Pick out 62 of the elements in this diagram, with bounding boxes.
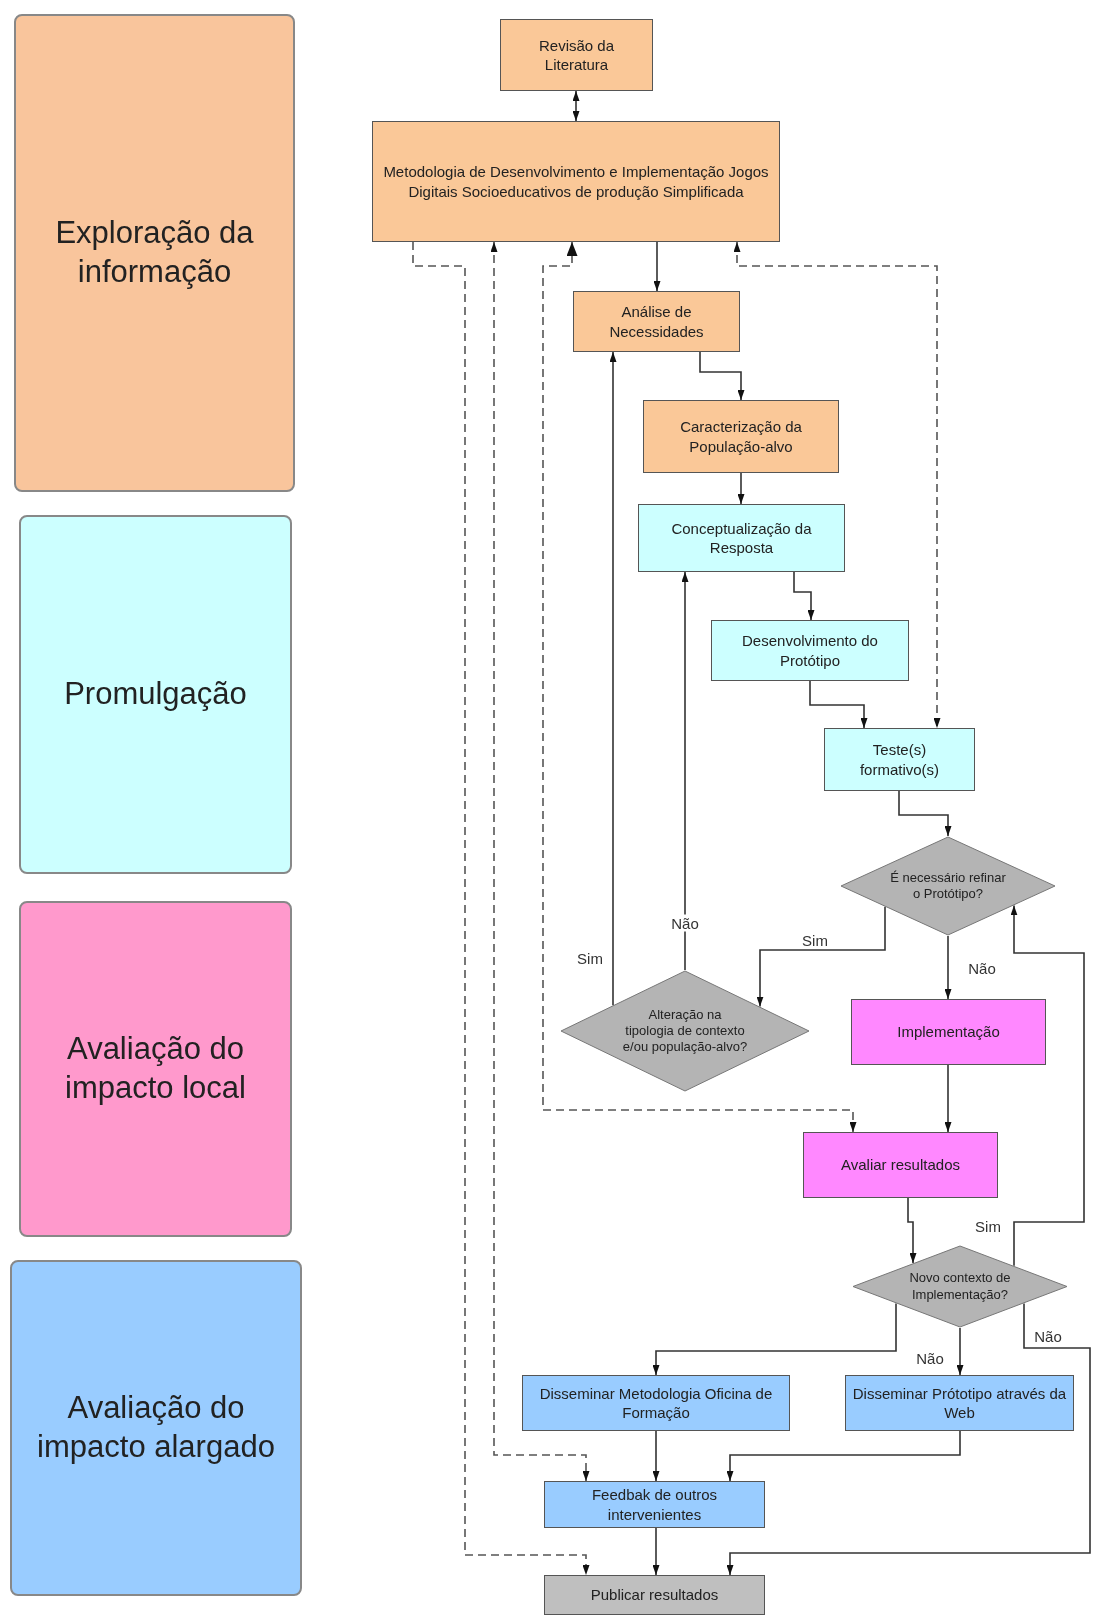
- arrow: [681, 571, 689, 971]
- phase-panel: [19, 515, 292, 874]
- node-text: Feedbak de outros intervenientes: [590, 1485, 719, 1524]
- arrow: [726, 1430, 961, 1482]
- arrow: [653, 241, 661, 292]
- arrow: [944, 1064, 952, 1133]
- arrow: [1010, 904, 1085, 1267]
- process-box: [803, 1132, 998, 1198]
- process-box: [522, 1375, 790, 1431]
- node-text: Análise de Necessidades: [608, 302, 705, 341]
- process-box: [500, 19, 653, 91]
- node-text: Conceptualização da Resposta: [670, 518, 813, 558]
- process-box: [643, 400, 839, 473]
- arrow: [956, 1327, 964, 1376]
- node-text: Avaliar resultados: [841, 1155, 960, 1175]
- process-box: [544, 1481, 765, 1528]
- phase-title: Avaliação do impacto local: [64, 1030, 247, 1107]
- process-box: [638, 504, 845, 572]
- dashed-arrow: [542, 241, 857, 1133]
- phase-title: Avaliação do impacto alargado: [36, 1389, 276, 1466]
- arrow: [907, 1197, 917, 1264]
- node-text: Disseminar Metodologia Oficina de Formação: [538, 1383, 774, 1423]
- process-box: [711, 620, 909, 681]
- arrow: [944, 935, 952, 1000]
- arrow: [609, 351, 617, 1006]
- node-text: É necessário refinar o Protótipo?: [889, 869, 1007, 903]
- process-box: [845, 1375, 1074, 1431]
- arrow: [699, 351, 745, 401]
- node-text: Revisão da Literatura: [537, 35, 615, 75]
- node-text: Caracterização da População-alvo: [679, 417, 803, 456]
- dashed-arrow: [490, 241, 590, 1482]
- arrow: [898, 790, 952, 837]
- arrow: [809, 680, 868, 729]
- edge-label: Não: [669, 914, 701, 932]
- node-text: Alteração na tipologia de contexto e/ou população-alvo?: [622, 1006, 748, 1056]
- node-text: Novo contexto de Implementação?: [908, 1270, 1012, 1303]
- node-text: Disseminar Prótotipo através da Web: [851, 1383, 1068, 1423]
- process-box: [851, 999, 1046, 1065]
- node-text: Implementação: [897, 1022, 1000, 1042]
- process-box: [372, 121, 780, 242]
- process-box: [824, 728, 975, 791]
- arrow: [652, 1302, 897, 1376]
- phase-panel: [10, 1260, 302, 1596]
- phase-title: Exploração da informação: [54, 214, 255, 291]
- arrow: [652, 1430, 660, 1482]
- node-text: Teste(s) formativo(s): [858, 740, 941, 779]
- arrow: [756, 906, 886, 1008]
- node-text: Desenvolvimento do Protótipo: [741, 631, 879, 670]
- dashed-arrow: [733, 241, 941, 729]
- arrow: [793, 571, 815, 621]
- phase-title: Promulgação: [64, 675, 247, 714]
- phase-panel: [19, 901, 292, 1237]
- phase-panel: [14, 14, 295, 492]
- process-box: [544, 1575, 765, 1615]
- node-text: Publicar resultados: [590, 1585, 719, 1605]
- arrow: [737, 472, 745, 505]
- arrow: [726, 1302, 1091, 1576]
- process-box: [573, 291, 740, 352]
- node-text: Metodologia de Desenvolvimento e Implementação Jogos Digitais Socioeducativos de produção Simplificada: [382, 162, 770, 201]
- arrow: [652, 1527, 660, 1576]
- dashed-arrow: [412, 241, 590, 1576]
- arrow: [572, 90, 580, 122]
